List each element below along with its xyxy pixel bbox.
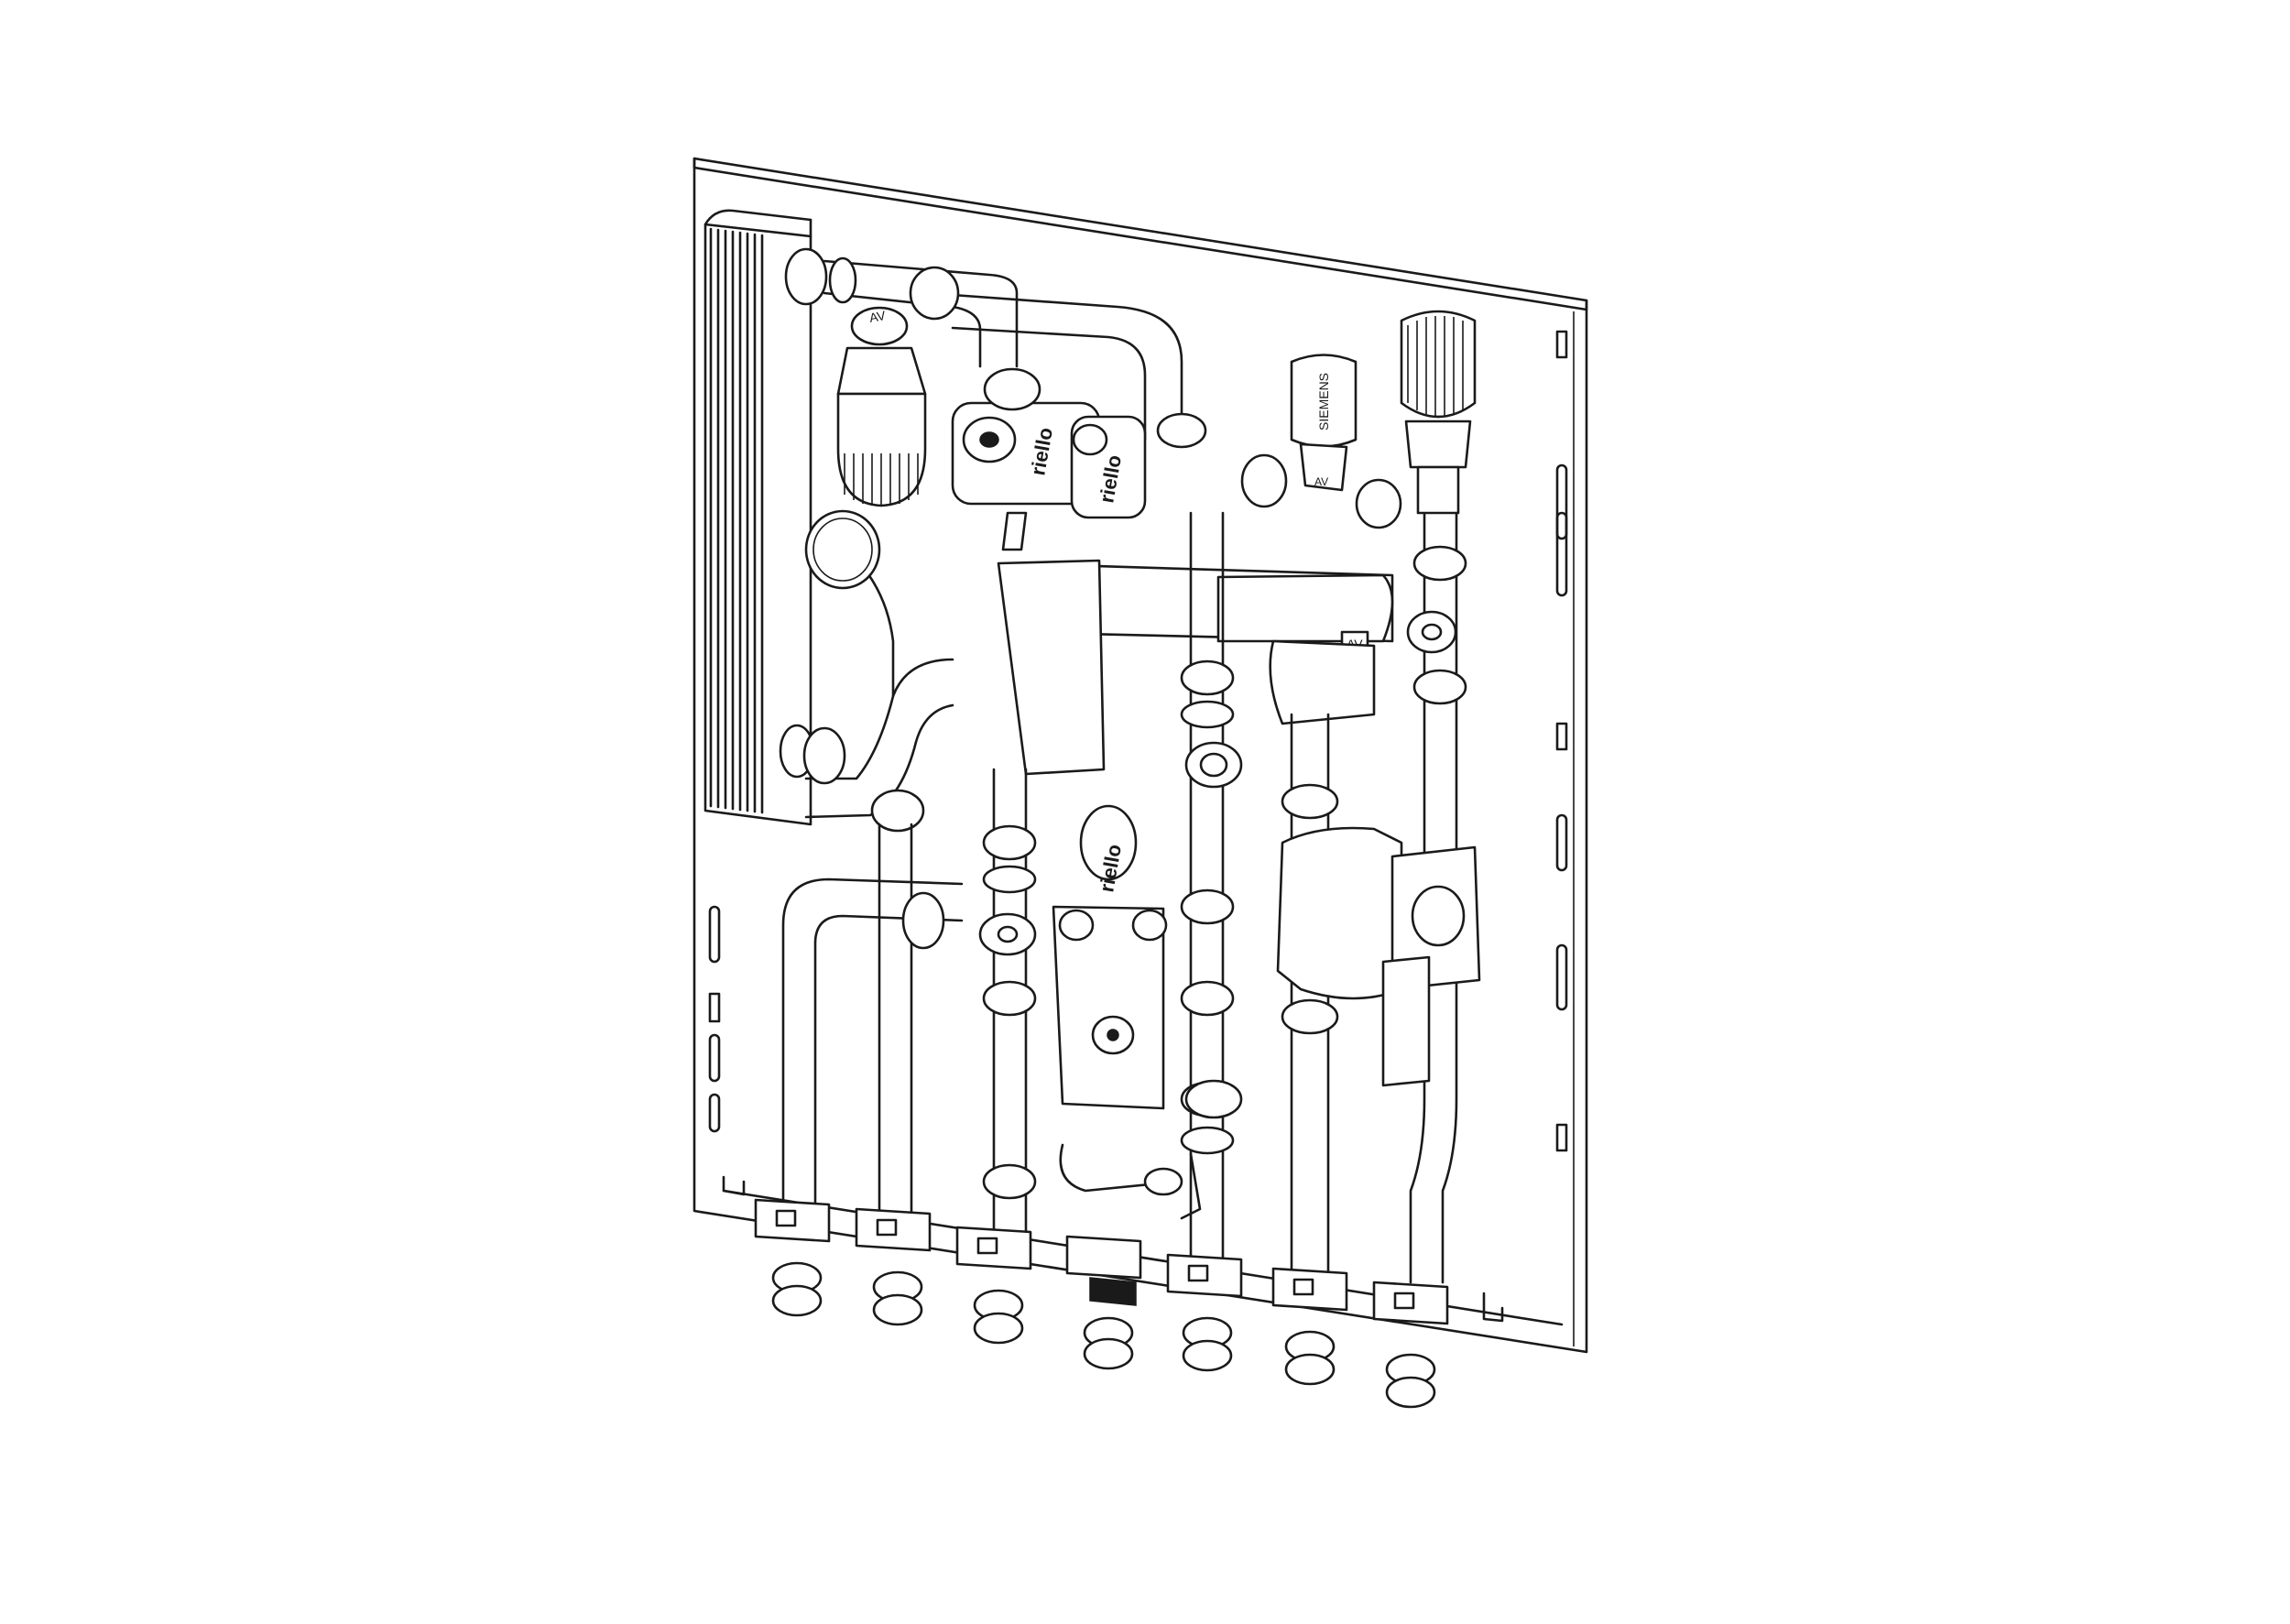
- bottom-valve-3: [955, 1226, 1032, 1345]
- hydraulic-manifold: AV: [997, 559, 1394, 776]
- safety-valve-left: AV: [836, 306, 927, 507]
- top-pipe-loop: [784, 247, 1183, 441]
- return-pipe-left: [779, 658, 954, 833]
- sensor-line: [1059, 1143, 1202, 1220]
- circulation-pump: [1276, 826, 1481, 1087]
- bottom-valve-7: [1372, 1281, 1449, 1409]
- bottom-valve-5: [1166, 1253, 1243, 1372]
- bottom-valve-2: [855, 1207, 932, 1326]
- bottom-valve-6: [1271, 1267, 1348, 1386]
- thermostatic-head: [1400, 310, 1477, 515]
- hydraulic-separator: riello: [1052, 804, 1168, 1110]
- pipe-fittings: [901, 545, 1467, 1200]
- bottom-valve-1: [754, 1198, 831, 1317]
- pressure-gauge: [804, 509, 895, 698]
- ball-valves: [978, 610, 1457, 1119]
- diverter-valve: riello: [951, 367, 1101, 551]
- actuator-mark: SIEMENS: [1316, 373, 1331, 431]
- bottom-valve-4: [1065, 1235, 1142, 1370]
- plate-heat-exchanger: [703, 209, 812, 826]
- zone-valve: riello: [1070, 412, 1207, 519]
- valve-mark-3: AV: [1314, 475, 1328, 488]
- motor-actuator: SIEMENS AV: [1240, 354, 1402, 529]
- valve-mark-1: AV: [868, 308, 888, 325]
